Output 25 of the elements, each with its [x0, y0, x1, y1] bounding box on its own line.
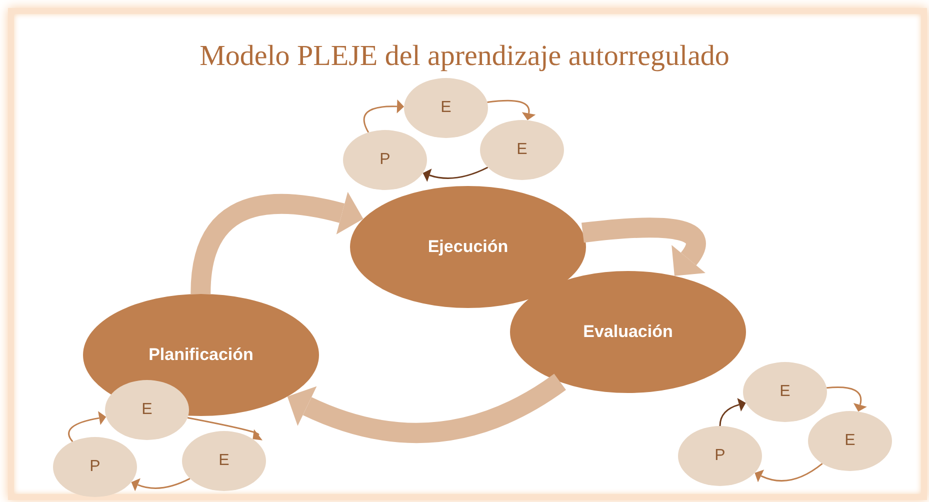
step-label: E [218, 452, 230, 470]
step-label: P [380, 151, 390, 169]
arrow [187, 417, 266, 442]
arrow [826, 386, 867, 412]
arrow [719, 398, 746, 426]
step-circle [53, 437, 137, 497]
phase-label: Ejecución [428, 237, 508, 257]
phase-label: Evaluación [583, 322, 673, 342]
arrow [754, 462, 823, 482]
arrow [422, 166, 488, 182]
step-label: E [844, 432, 856, 450]
step-label: P [714, 447, 726, 465]
step-label: P [90, 458, 100, 476]
step-label: E [440, 99, 452, 117]
step-label: E [142, 401, 152, 419]
step-circle [343, 130, 427, 190]
arrow [131, 478, 190, 492]
arrow [363, 99, 404, 133]
arrow [487, 100, 536, 120]
step-label: E [516, 141, 528, 159]
diagram-title: Modelo PLEJE del aprendizaje autorregulado [198, 40, 730, 73]
phase-label: Planificación [148, 345, 254, 365]
step-label: E [780, 383, 790, 401]
arrow [287, 374, 566, 443]
arrow [582, 218, 707, 278]
